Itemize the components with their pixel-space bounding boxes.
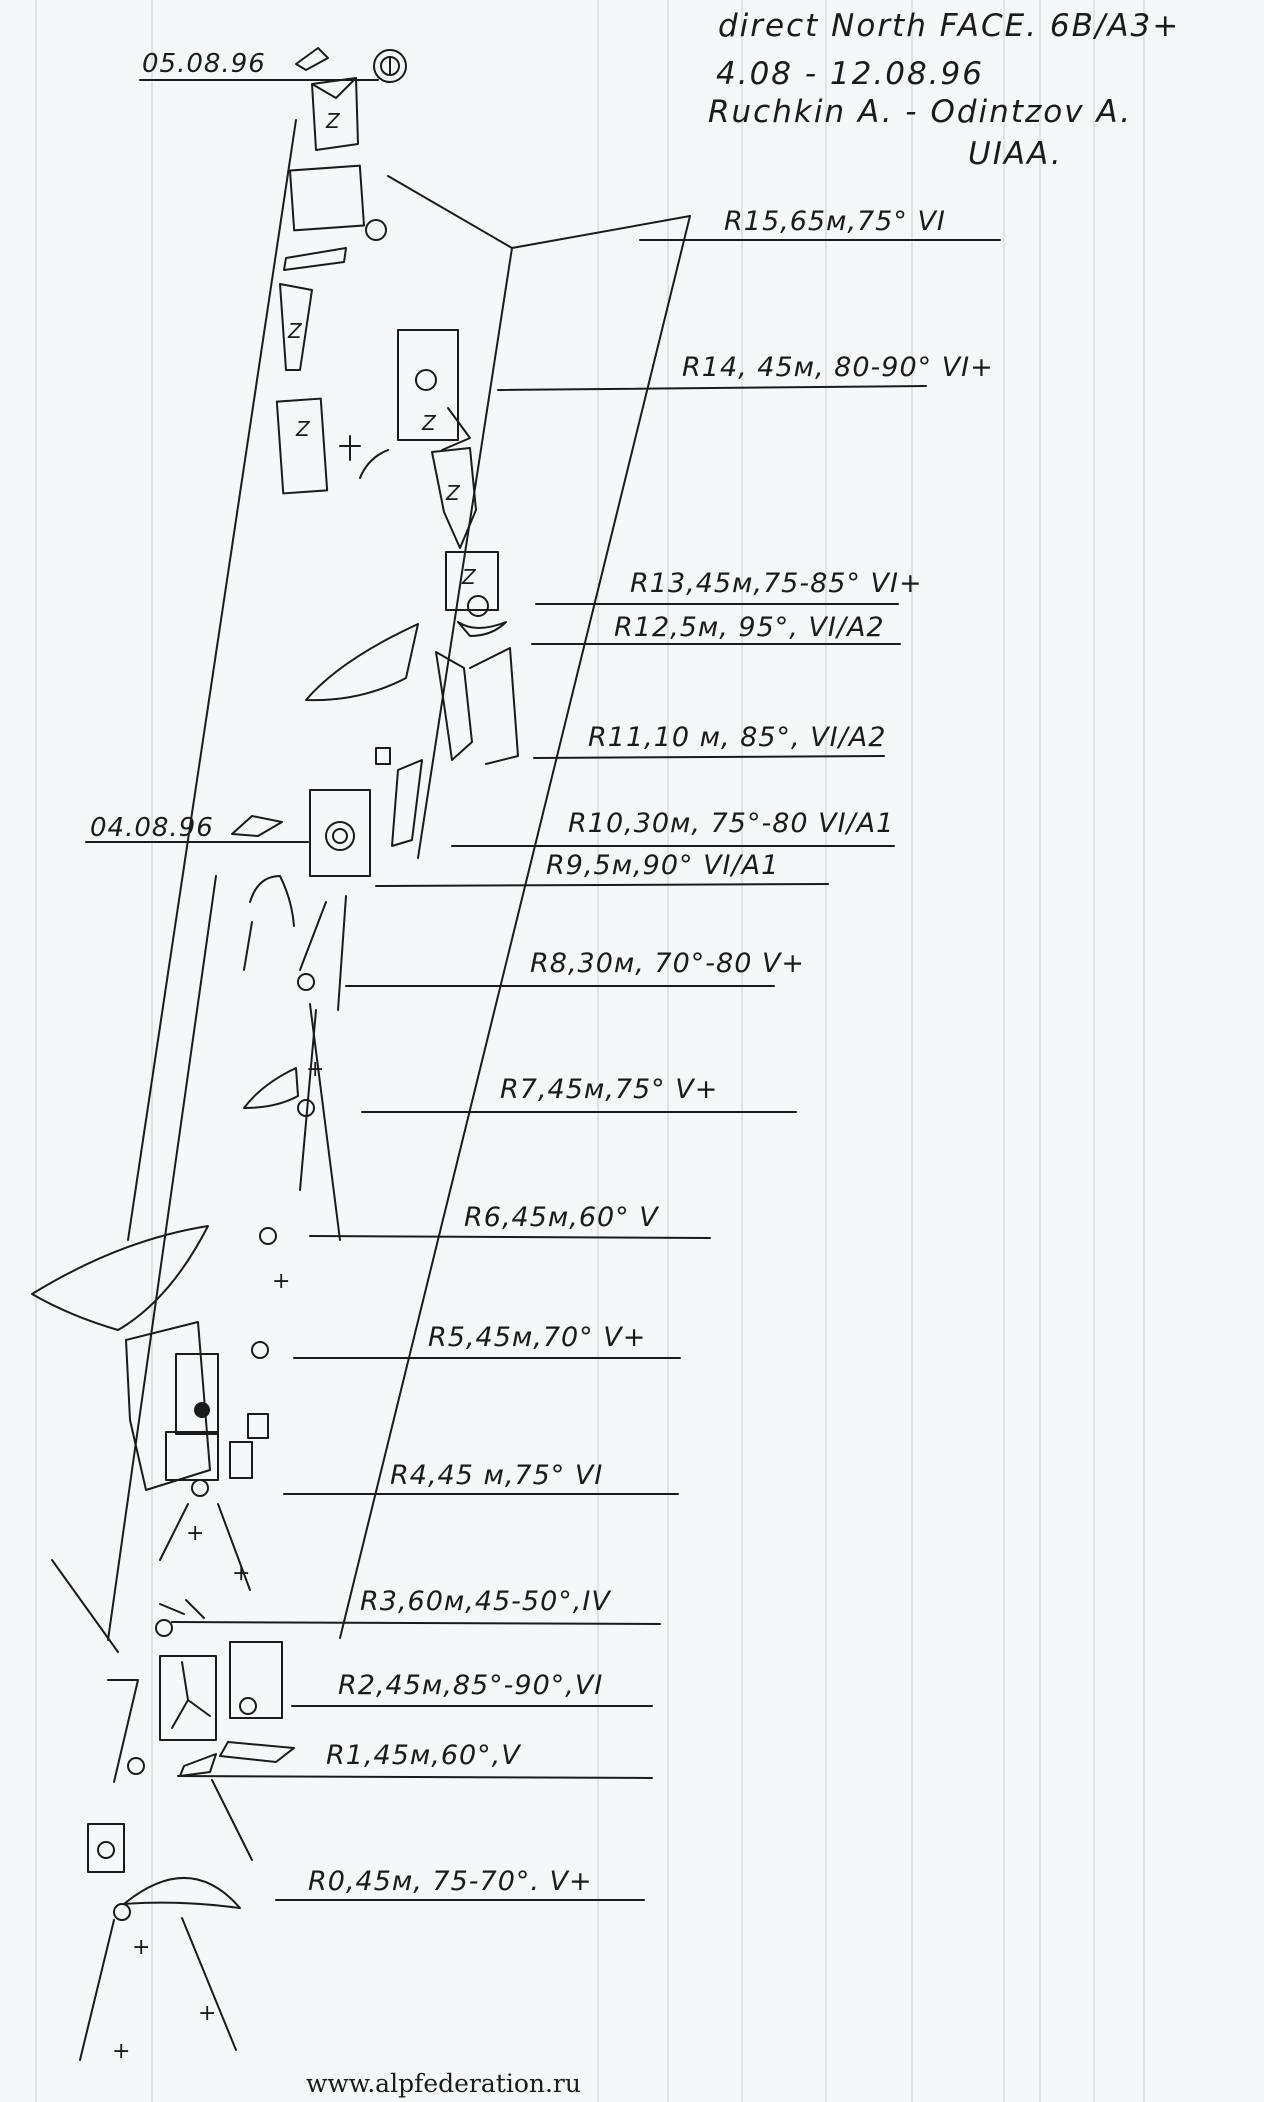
pitch-label-r13: R13,45м,75-85° VI+ xyxy=(630,568,923,599)
header-block: direct North FACE. 6B/A3+ 4.08 - 12.08.9… xyxy=(708,8,1180,172)
paper-rulings xyxy=(35,0,1145,2102)
pitch-label-r2: R2,45м,85°-90°,VI xyxy=(338,1670,603,1701)
bivouac-ledge-mid xyxy=(309,789,371,877)
svg-text:Z: Z xyxy=(461,565,477,589)
pitch-label-r10: R10,30м, 75°-80 VI/A1 xyxy=(568,808,894,839)
belay-icon-r15 xyxy=(365,219,387,241)
pitch-label-r11: R11,10 м, 85°, VI/A2 xyxy=(588,722,886,753)
pitch-label-r8: R8,30м, 70°-80 V+ xyxy=(530,948,805,979)
belay-icon-r6 xyxy=(259,1227,277,1245)
svg-text:Z: Z xyxy=(421,411,437,435)
grading-scale: UIAA. xyxy=(968,136,1063,172)
svg-text:+: + xyxy=(306,1057,324,1082)
svg-text:+: + xyxy=(198,2001,216,2026)
ascent-dates: 4.08 - 12.08.96 xyxy=(716,56,984,92)
pitch-line-r11 xyxy=(533,755,885,759)
svg-text:+: + xyxy=(132,1935,150,1960)
tent-icon xyxy=(295,47,329,71)
belay-icon-r5 xyxy=(251,1341,269,1359)
svg-text:Z: Z xyxy=(445,481,461,505)
pitch-line-r1 xyxy=(177,1775,653,1779)
belay-icon-r3 xyxy=(155,1619,173,1637)
svg-text:+: + xyxy=(272,1269,290,1294)
bivouac-date-top: 05.08.96 xyxy=(142,49,266,79)
route-title: direct North FACE. 6B/A3+ xyxy=(718,8,1180,44)
bivouac-circle-icon xyxy=(373,49,407,83)
lower-route: + + + + + + + xyxy=(31,875,347,2064)
bivouac-markers: 05.08.96 04.08.96 xyxy=(85,47,407,843)
pitch-label-r5: R5,45м,70° V+ xyxy=(428,1322,646,1353)
tent-icon-mid xyxy=(231,815,283,837)
pitch-label-r1: R1,45м,60°,V xyxy=(326,1740,522,1771)
pitch-line-r9 xyxy=(375,883,829,887)
team-names: Ruchkin A. - Odintzov A. xyxy=(708,94,1132,130)
belay-icon-r14 xyxy=(415,369,437,391)
footer-source: www.alpfederation.ru xyxy=(306,2069,581,2098)
belay-icon-r4 xyxy=(191,1479,209,1497)
dihedral-mark: Z xyxy=(325,109,341,133)
pitch-label-r12: R12,5м, 95°, VI/A2 xyxy=(614,612,885,643)
belay-icon-r0 xyxy=(113,1903,131,1921)
pitch-label-r0: R0,45м, 75-70°. V+ xyxy=(308,1866,593,1897)
pitch-label-r7: R7,45м,75° V+ xyxy=(500,1074,718,1105)
pitch-line-r6 xyxy=(309,1235,711,1239)
bivouac-date-mid: 04.08.96 xyxy=(90,813,214,843)
pitch-label-r14: R14, 45м, 80-90° VI+ xyxy=(682,352,994,383)
pitch-line-r14 xyxy=(497,385,927,391)
svg-text:+: + xyxy=(112,2039,130,2064)
pitch-label-r4: R4,45 м,75° VI xyxy=(390,1460,603,1491)
pitch-annotations: R15,65м,75° VI R14, 45м, 80-90° VI+ R13,… xyxy=(171,206,1001,1901)
corner-upper xyxy=(311,77,359,151)
face-outline xyxy=(51,119,691,1653)
svg-text:Z: Z xyxy=(295,417,311,441)
belay-icon-r8 xyxy=(297,973,315,991)
belay-icon-r2 xyxy=(239,1697,257,1715)
pitch-label-r6: R6,45м,60° V xyxy=(464,1202,660,1233)
pitch-label-r15: R15,65м,75° VI xyxy=(724,206,946,237)
pitch-label-r9: R9,5м,90° VI/A1 xyxy=(546,850,779,881)
pitch-label-r3: R3,60м,45-50°,IV xyxy=(360,1586,612,1617)
belay-icon-r1 xyxy=(127,1757,145,1775)
svg-text:+: + xyxy=(232,1561,250,1586)
belay-icon-r13 xyxy=(467,595,489,617)
svg-text:Z: Z xyxy=(287,319,303,343)
pitch-line-r3 xyxy=(171,1621,661,1625)
belay-icon-r7 xyxy=(297,1099,315,1117)
upper-route: Z Z Z Z Z Z xyxy=(275,77,519,877)
svg-text:+: + xyxy=(186,1521,204,1546)
